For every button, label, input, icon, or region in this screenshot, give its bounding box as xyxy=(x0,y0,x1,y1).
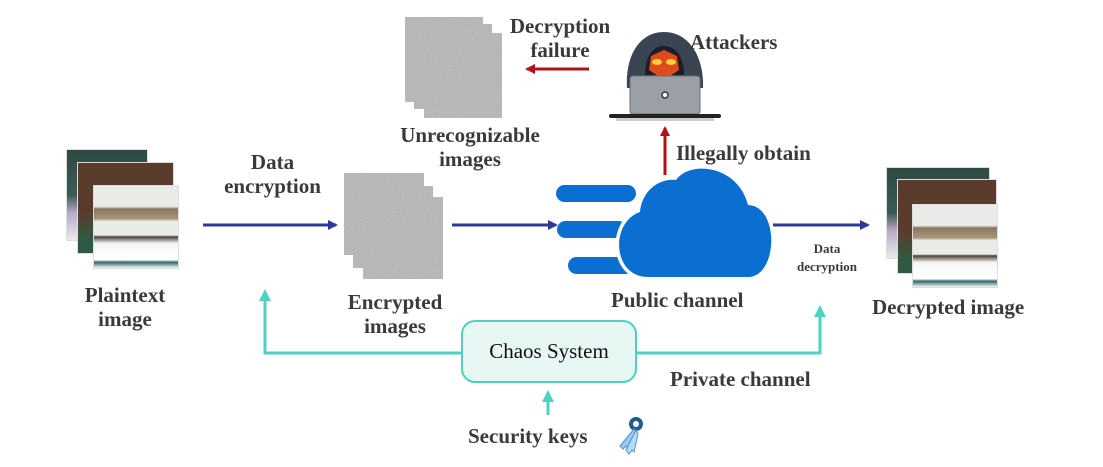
label-line: failure xyxy=(530,37,590,62)
key-to-encryption-arrow xyxy=(259,289,461,355)
private-channel-label: Private channel xyxy=(670,367,811,391)
illegally-obtain-label: Illegally obtain xyxy=(676,141,811,165)
attackers-label: Attackers xyxy=(690,30,778,54)
unrecognizable-images-stack xyxy=(405,17,502,118)
noise-image-front xyxy=(344,173,424,255)
encrypted-images-label: Encrypted images xyxy=(325,290,465,338)
label-line: images xyxy=(439,146,501,171)
attacker-icon xyxy=(609,32,721,121)
security-keys-label: Security keys xyxy=(468,424,588,448)
photo-front xyxy=(94,186,178,268)
label-line: Data xyxy=(250,150,295,174)
label-line: decryption xyxy=(797,258,857,274)
label-line: Decryption xyxy=(509,14,611,38)
data-encryption-label: Data encryption xyxy=(205,150,340,198)
speed-line-top xyxy=(556,185,636,202)
label-line: Unrecognizable xyxy=(400,123,540,147)
decrypted-image-label: Decrypted image xyxy=(872,295,1025,319)
noise-image-front xyxy=(405,17,483,102)
cloud-icon xyxy=(556,165,775,281)
plaintext-image-label: Plaintext image xyxy=(60,283,190,331)
speed-line-middle xyxy=(557,221,627,238)
key-to-decryption-arrow xyxy=(637,305,826,355)
key-icon xyxy=(619,417,643,455)
label-line: encryption xyxy=(224,173,321,198)
label-line: image xyxy=(98,306,152,331)
chaos-system-box: Chaos System xyxy=(461,320,637,383)
unrecognizable-images-label: Unrecognizable images xyxy=(375,123,565,171)
label-line: images xyxy=(364,313,426,338)
encrypted-images-stack xyxy=(344,173,443,279)
photo-front xyxy=(913,205,997,287)
decryption-failure-label: Decryption failure xyxy=(495,14,625,62)
chaos-system-label: Chaos System xyxy=(489,339,609,363)
data-decryption-label: Data decryption xyxy=(782,240,872,275)
label-line: Plaintext xyxy=(84,283,166,307)
label-line: Data xyxy=(813,241,841,256)
label-line: Encrypted xyxy=(347,290,443,314)
public-channel-label: Public channel xyxy=(611,288,744,312)
